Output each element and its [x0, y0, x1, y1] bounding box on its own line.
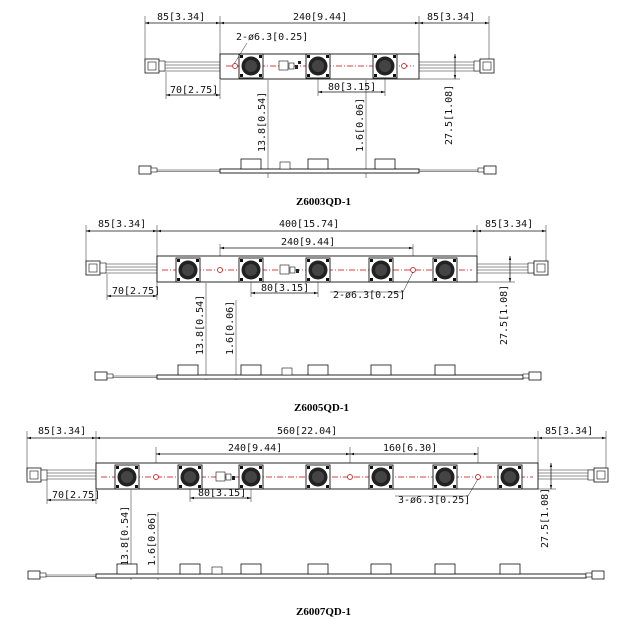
left-connector	[85, 260, 107, 276]
dim-width: 27.5[1.08]	[540, 488, 551, 548]
module-z6005-side-view: 13.8[0.54] 1.6[0.06]	[94, 283, 542, 381]
left-wires	[42, 469, 96, 480]
led-3	[305, 257, 331, 283]
left-wires	[160, 61, 220, 72]
led-4	[305, 464, 331, 490]
left-connector	[26, 467, 48, 483]
led-1	[114, 464, 140, 490]
hole-callout: 2-ø6.3[0.25]	[236, 32, 308, 43]
dim-pitch: 80[3.15]	[328, 82, 376, 93]
right-connector	[473, 58, 495, 74]
dim-lead-right: 85[3.34]	[427, 12, 475, 23]
dim-connector: 70[2.75]	[170, 85, 218, 96]
dim-led-span-2: 160[6.30]	[383, 443, 437, 454]
led-7	[497, 464, 523, 490]
hole-callout: 3-ø6.3[0.25]	[398, 495, 470, 506]
module-z6007-side-view: 13.8[0.54] 1.6[0.06]	[27, 490, 605, 580]
module-z6005-top-view: 85[3.34] 400[15.74] 85[3.34] 240[9.44]	[85, 219, 549, 345]
right-wires	[477, 263, 533, 274]
dim-pcb-thickness: 1.6[0.06]	[225, 301, 236, 355]
mount-hole	[232, 63, 238, 69]
led-6	[432, 464, 458, 490]
dim-board-length: 240[9.44]	[293, 12, 347, 23]
module-z6007-top-view: 85[3.34] 560[22.04] 85[3.34] 240[9.44] 1…	[26, 426, 609, 548]
dim-height: 13.8[0.54]	[120, 506, 131, 566]
right-wires	[419, 61, 478, 72]
led-3	[372, 53, 398, 79]
dim-width: 27.5[1.08]	[499, 285, 510, 345]
hole-callout: 2-ø6.3[0.25]	[333, 290, 405, 301]
led-4	[368, 257, 394, 283]
module-z6003-top-view: 85[3.34] 240[9.44] 85[3.34] 2-ø6.3	[144, 12, 495, 145]
dim-pcb-thickness: 1.6[0.06]	[147, 512, 158, 566]
led-1	[175, 257, 201, 283]
led-5	[432, 257, 458, 283]
left-wires	[101, 263, 157, 274]
dim-lead-right: 85[3.34]	[485, 219, 533, 230]
dim-pcb-thickness: 1.6[0.06]	[355, 98, 366, 152]
right-connector	[587, 467, 609, 483]
dim-pitch: 80[3.15]	[198, 488, 246, 499]
led-5	[368, 464, 394, 490]
dim-connector: 70[2.75]	[112, 286, 160, 297]
module-title: Z6007QD-1	[296, 606, 351, 618]
module-title: Z6003QD-1	[296, 196, 351, 208]
dim-width: 27.5[1.08]	[444, 85, 455, 145]
dim-lead-left: 85[3.34]	[157, 12, 205, 23]
dim-connector: 70[2.75]	[52, 490, 100, 501]
right-wires	[538, 469, 593, 480]
dim-board-length: 400[15.74]	[279, 219, 339, 230]
led-2	[305, 53, 331, 79]
module-z6003-side-view: 13.8[0.54] 1.6[0.06]	[138, 80, 497, 178]
dim-height: 13.8[0.54]	[257, 92, 268, 152]
left-connector	[144, 58, 166, 74]
dim-height: 13.8[0.54]	[195, 295, 206, 355]
led-2	[238, 257, 264, 283]
dim-lead-left: 85[3.34]	[38, 426, 86, 437]
dim-pitch: 80[3.15]	[261, 283, 309, 294]
dim-lead-left: 85[3.34]	[98, 219, 146, 230]
dim-led-span: 240[9.44]	[228, 443, 282, 454]
dim-led-span: 240[9.44]	[281, 237, 335, 248]
dim-lead-right: 85[3.34]	[545, 426, 593, 437]
dim-board-length: 560[22.04]	[277, 426, 337, 437]
mount-hole	[401, 63, 407, 69]
module-title: Z6005QD-1	[294, 402, 349, 414]
led-3	[238, 464, 264, 490]
led-1	[238, 53, 264, 79]
led-2	[177, 464, 203, 490]
right-connector	[527, 260, 549, 276]
